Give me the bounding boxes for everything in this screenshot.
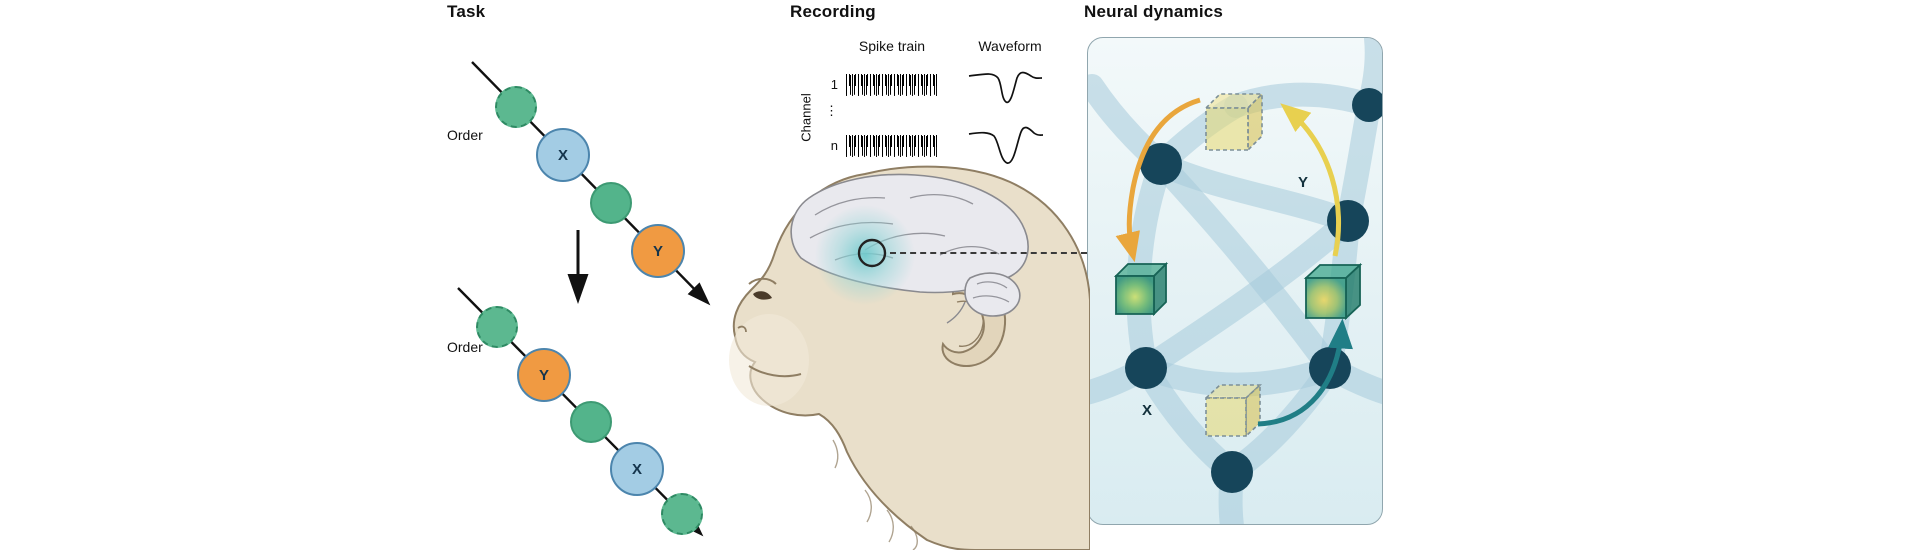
- transition-arrow-orange: [1115, 97, 1201, 263]
- fur-strokes: [832, 439, 918, 550]
- spike-waveform-curve: [968, 71, 1043, 104]
- neural-label-y: Y: [1298, 174, 1309, 191]
- monkey-eye: [753, 291, 772, 300]
- waveform-column-label: Waveform: [978, 38, 1042, 54]
- item-x-letter: X: [631, 460, 642, 478]
- waveform-channel-1: [968, 71, 1043, 104]
- task-panel-title: Task: [447, 2, 486, 21]
- recording-panel-title: Recording: [790, 2, 876, 21]
- muzzle-shading: [729, 314, 809, 406]
- recording-site-glow: [815, 205, 915, 305]
- spike-waveform-curve: [968, 126, 1044, 164]
- monkey-brow: [748, 277, 777, 285]
- spike-train-channel-n: [846, 135, 938, 157]
- neural-label-x: X: [1142, 402, 1153, 419]
- seq2-item-dashed-circle-2: [661, 493, 703, 535]
- monkey-mouth: [748, 365, 802, 378]
- seq2-item-y-circle: Y: [517, 348, 571, 402]
- waveform-channel-n: [968, 126, 1044, 164]
- channel-n-label: n: [830, 138, 838, 153]
- seq2-item-dashed-circle-1: [476, 306, 518, 348]
- spike-train-channel-1: [846, 74, 938, 96]
- seq2-item-x-circle: X: [610, 442, 664, 496]
- item-y-letter: Y: [538, 366, 549, 384]
- recording-site-circle: [857, 238, 887, 268]
- seq2-item-green-circle: [570, 401, 612, 443]
- order-label-2: Order: [447, 339, 483, 355]
- monkey-nostril: [737, 325, 747, 333]
- seq1-item-dashed-circle: [495, 86, 537, 128]
- cube-yellow-top: [1204, 92, 1264, 152]
- channel-ellipsis: ⋮: [825, 103, 838, 118]
- spike-train-column-label: Spike train: [858, 38, 926, 54]
- cube-green-left: [1113, 261, 1169, 317]
- neural-dynamics-panel: Y X: [1087, 37, 1383, 525]
- transition-arrow-yellow: [1280, 103, 1342, 257]
- recording-site-callout-line: [890, 252, 1087, 254]
- seq1-item-x-circle: X: [536, 128, 590, 182]
- channel-1-label: 1: [830, 77, 838, 92]
- neural-state-space-graphic: [1088, 38, 1382, 524]
- neural-panel-title: Neural dynamics: [1084, 2, 1224, 21]
- brain-cerebellum: [964, 272, 1021, 317]
- network-nodes: [1125, 88, 1382, 493]
- cube-yellow-bottom: [1203, 383, 1263, 438]
- item-y-letter: Y: [652, 242, 663, 260]
- order-label-1: Order: [447, 127, 483, 143]
- seq1-item-y-circle: Y: [631, 224, 685, 278]
- monkey-head-illustration: [729, 165, 1090, 550]
- cube-green-right: [1303, 262, 1363, 321]
- seq1-item-green-circle: [590, 182, 632, 224]
- brain-stem-line: [946, 301, 966, 324]
- transition-arrow-teal: [1257, 318, 1353, 427]
- item-x-letter: X: [557, 146, 568, 164]
